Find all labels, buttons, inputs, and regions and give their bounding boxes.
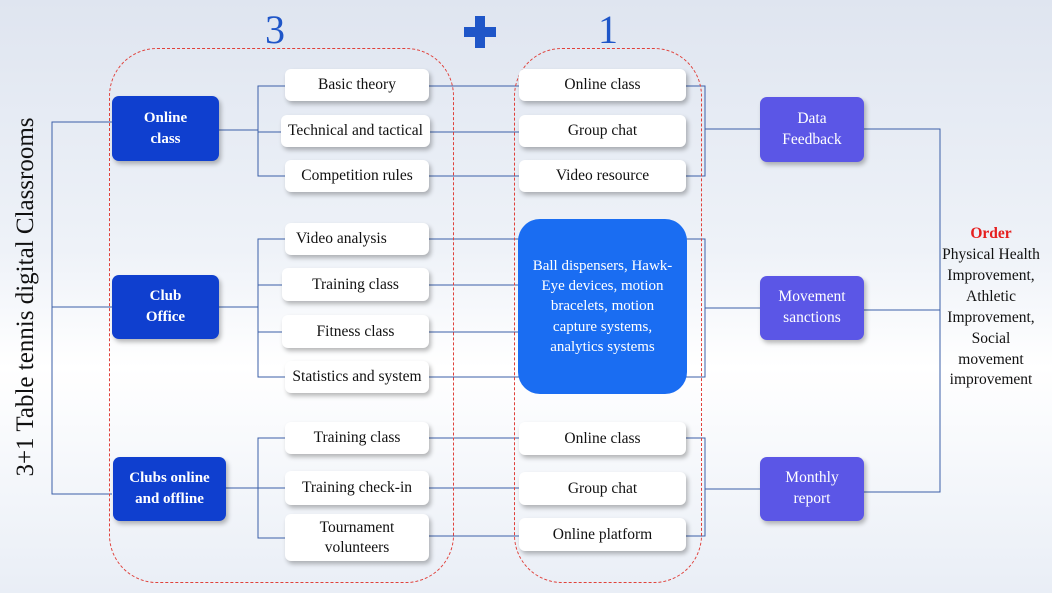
number-one: 1 xyxy=(598,7,618,52)
platform-online-class-bottom: Online class xyxy=(519,422,686,455)
item-basic-theory: Basic theory xyxy=(285,69,429,101)
result-movement-sanctions: Movement sanctions xyxy=(760,276,864,340)
platform-online-platform: Online platform xyxy=(519,518,686,551)
category-online-class: Online class xyxy=(112,96,219,161)
item-tournament-volunteers: Tournament volunteers xyxy=(285,514,429,561)
outcome-text: Physical Health Improvement, Athletic Im… xyxy=(942,245,1040,389)
platform-group-chat-top: Group chat xyxy=(519,115,686,147)
item-technical-tactical: Technical and tactical xyxy=(281,115,430,147)
category-clubs-online-offline: Clubs online and offline xyxy=(113,457,226,521)
connector-online-bracket xyxy=(257,85,285,177)
item-fitness-class: Fitness class xyxy=(282,315,429,348)
connector-club-bracket xyxy=(257,238,285,378)
outcome-block: Order Physical Health Improvement, Athle… xyxy=(941,224,1041,391)
platform-group-chat-bottom: Group chat xyxy=(519,472,686,505)
connector-title-bracket xyxy=(51,121,112,495)
number-three: 3 xyxy=(265,7,285,52)
outcome-heading: Order xyxy=(970,225,1012,242)
item-video-analysis: Video analysis xyxy=(285,223,429,255)
plus-icon xyxy=(464,16,496,48)
result-data-feedback: Data Feedback xyxy=(760,97,864,162)
group-one-dashed xyxy=(514,48,702,583)
item-training-class: Training class xyxy=(282,268,429,301)
platform-online-class-top: Online class xyxy=(519,69,686,101)
item-competition-rules: Competition rules xyxy=(285,160,429,192)
result-monthly-report: Monthly report xyxy=(760,457,864,521)
platform-devices: Ball dispensers, Hawk-Eye devices, motio… xyxy=(518,219,687,394)
platform-video-resource: Video resource xyxy=(519,160,686,192)
item-training-check-in: Training check-in xyxy=(285,471,429,505)
group-three-dashed xyxy=(109,48,454,583)
item-statistics-system: Statistics and system xyxy=(285,361,429,393)
item-training-class-2: Training class xyxy=(285,422,429,454)
diagram-title: 3+1 Table tennis digital Classrooms xyxy=(12,117,39,477)
category-club-office: Club Office xyxy=(112,275,219,339)
